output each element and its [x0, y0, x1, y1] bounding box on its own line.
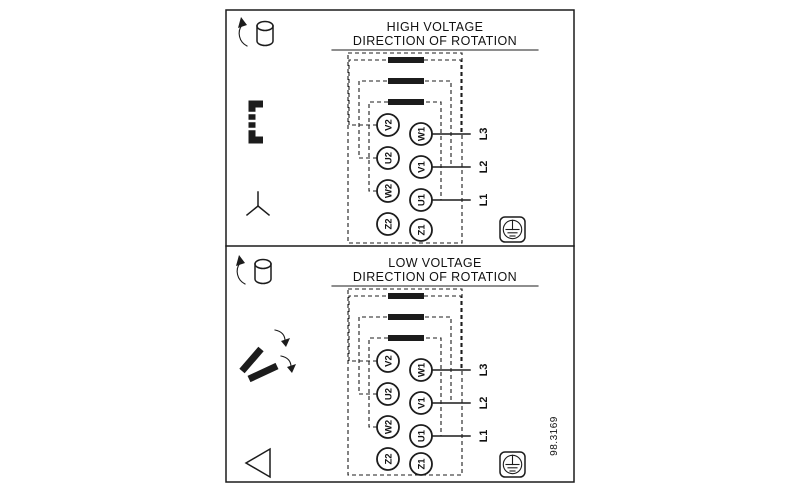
terminal-W2: W2 — [376, 179, 400, 203]
terminal-V2: V2 — [376, 113, 400, 137]
panel-subtitle: DIRECTION OF ROTATION — [353, 34, 517, 48]
svg-text:U2: U2 — [384, 388, 395, 400]
svg-text:Z2: Z2 — [384, 218, 395, 229]
svg-text:U1: U1 — [417, 193, 428, 206]
terminal-U1: U1 — [409, 188, 433, 212]
svg-text:V2: V2 — [384, 355, 395, 367]
high-voltage-panel: HIGH VOLTAGE DIRECTION OF ROTATION L3 L2… — [238, 17, 539, 244]
shaft-rotation-icon — [236, 255, 272, 285]
svg-text:Z1: Z1 — [417, 458, 428, 470]
terminal-Z1: Z1 — [409, 452, 433, 476]
figure-number: 98.3169 — [549, 416, 560, 456]
delta-connection-icon — [244, 447, 271, 479]
svg-text:W1: W1 — [417, 362, 428, 377]
jumper-route-outer — [348, 59, 462, 135]
jumper-route-outer — [348, 295, 462, 371]
terminal-W2: W2 — [376, 415, 400, 439]
terminal-U2: U2 — [376, 382, 400, 406]
line-label-L3: L3 — [478, 128, 490, 141]
jumper-bar-3 — [388, 335, 424, 341]
earth-ground-icon — [499, 216, 526, 243]
line-label-L1: L1 — [478, 430, 490, 443]
svg-text:W2: W2 — [384, 184, 395, 198]
svg-text:W2: W2 — [384, 420, 395, 434]
terminal-U1: U1 — [409, 424, 433, 448]
svg-text:Z2: Z2 — [384, 453, 395, 464]
terminal-V1: V1 — [409, 391, 433, 415]
terminal-W1: W1 — [409, 122, 433, 146]
jumper-bar-1 — [388, 293, 424, 299]
line-label-L1: L1 — [478, 194, 490, 207]
terminal-Z2: Z2 — [376, 212, 400, 236]
line-label-L2: L2 — [478, 161, 490, 174]
earth-ground-icon — [499, 451, 526, 478]
terminal-Z2: Z2 — [376, 447, 400, 471]
terminal-board-outline — [347, 52, 463, 244]
svg-text:U2: U2 — [384, 152, 395, 164]
svg-text:V1: V1 — [417, 160, 428, 172]
jumper-bracket-icon — [248, 100, 263, 144]
svg-text:V2: V2 — [384, 119, 395, 131]
svg-text:Z1: Z1 — [417, 224, 428, 236]
star-connection-icon — [245, 191, 271, 217]
terminal-V2: V2 — [376, 349, 400, 373]
jumper-reposition-icon — [239, 329, 296, 383]
terminal-Z1: Z1 — [409, 218, 433, 242]
terminal-V1: V1 — [409, 155, 433, 179]
jumper-bar-3 — [388, 99, 424, 105]
terminal-board-outline — [347, 288, 463, 476]
shaft-rotation-icon — [238, 17, 274, 47]
terminal-W1: W1 — [409, 358, 433, 382]
panel-subtitle: DIRECTION OF ROTATION — [353, 270, 517, 284]
jumper-route-middle — [358, 316, 452, 404]
svg-text:V1: V1 — [417, 396, 428, 408]
svg-text:U1: U1 — [417, 429, 428, 442]
jumper-bar-1 — [388, 57, 424, 63]
svg-text:W1: W1 — [417, 126, 428, 141]
jumper-bar-2 — [388, 78, 424, 84]
terminal-U2: U2 — [376, 146, 400, 170]
panel-title: HIGH VOLTAGE — [387, 20, 484, 34]
low-voltage-panel: LOW VOLTAGE DIRECTION OF ROTATION L3 L2 … — [236, 255, 539, 479]
jumper-route-middle — [358, 80, 452, 168]
line-label-L2: L2 — [478, 397, 490, 410]
jumper-bar-2 — [388, 314, 424, 320]
line-label-L3: L3 — [478, 364, 490, 377]
panel-title: LOW VOLTAGE — [388, 256, 482, 270]
